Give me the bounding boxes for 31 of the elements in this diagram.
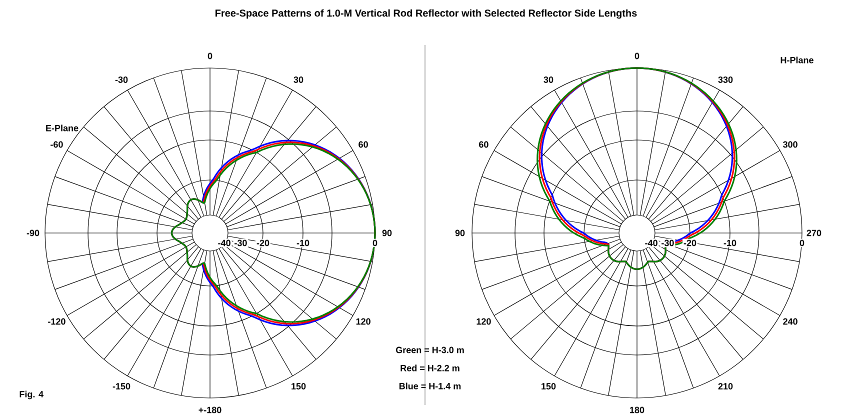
angle-label: 210 [718, 383, 733, 390]
angle-label: 180 [630, 406, 644, 414]
angle-label: 330 [718, 76, 733, 83]
angle-label: -60 [50, 141, 63, 148]
angle-label: -30 [115, 76, 128, 83]
legend-text: Red = H-2.2 m [400, 364, 460, 372]
figure-label: Fig. 4 [20, 390, 44, 400]
angle-label: 90 [455, 230, 465, 236]
angle-label: 0 [208, 52, 212, 60]
angle-label: -90 [26, 230, 40, 236]
legend-text: Green = H-3.0 m [396, 346, 464, 354]
angle-label: +-180 [198, 406, 222, 414]
angle-label: 270 [806, 230, 822, 236]
legend-text: Blue = H-1.4 m [399, 382, 461, 390]
angle-label: 300 [782, 141, 798, 148]
angle-label: 150 [542, 383, 556, 390]
angle-label: 60 [358, 141, 368, 148]
angle-label: 90 [382, 230, 392, 236]
angle-label: -120 [48, 318, 66, 325]
angle-label: 120 [476, 318, 491, 325]
angle-label: 150 [292, 383, 306, 390]
angle-label: 60 [479, 141, 488, 148]
angle-label: 120 [356, 318, 370, 325]
plane-label: H-Plane [780, 56, 814, 64]
angle-label: 240 [783, 318, 798, 325]
angle-label: 30 [544, 76, 554, 83]
plane-label: E-Plane [46, 124, 78, 132]
chart-title: Free-Space Patterns of 1.0-M Vertical Rod Reflector with Selected Reflector Side Lengths [216, 9, 637, 19]
angle-label: 30 [294, 76, 304, 83]
angle-label: -150 [112, 383, 130, 390]
angle-label: 0 [634, 52, 640, 60]
